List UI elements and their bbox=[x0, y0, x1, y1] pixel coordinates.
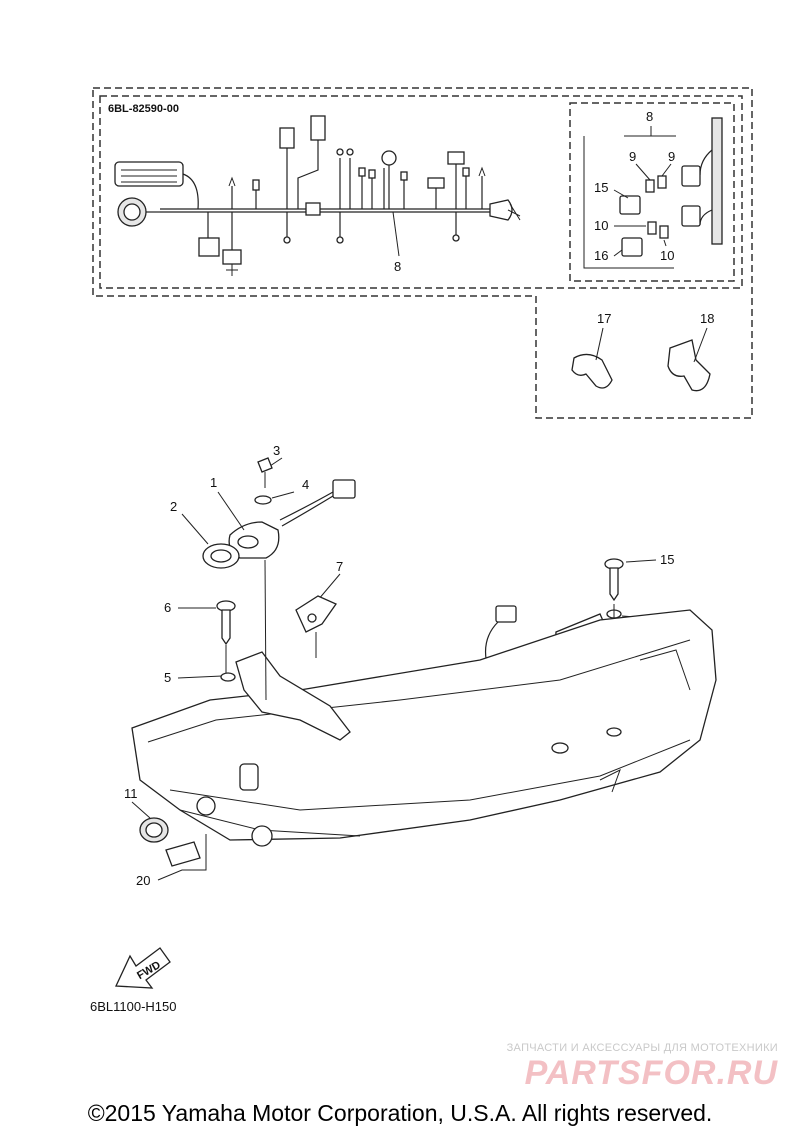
connector-detail bbox=[619, 117, 723, 257]
clamp-13 bbox=[571, 353, 613, 389]
harness-kit-boundary bbox=[92, 87, 753, 419]
callout-1: 1 bbox=[210, 475, 217, 490]
fwd-arrow: FWD bbox=[115, 947, 171, 989]
callout-15: 15 bbox=[660, 552, 674, 567]
screw-19 bbox=[604, 558, 624, 602]
holder-7 bbox=[295, 595, 337, 633]
copyright-notice: ©2015 Yamaha Motor Corporation, U.S.A. A… bbox=[87, 1100, 713, 1126]
svg-text:FWD: FWD bbox=[135, 959, 163, 982]
connector-detail-box bbox=[569, 102, 735, 282]
clamp-14 bbox=[667, 339, 711, 392]
callout-8: 8 bbox=[394, 259, 401, 274]
figure-code: 6BL1100-H150 bbox=[90, 999, 177, 1014]
callout-11: 11 bbox=[124, 786, 138, 801]
callout-10: 10 bbox=[660, 248, 674, 263]
bottom-cowling bbox=[131, 609, 717, 847]
plug-15 bbox=[139, 817, 169, 843]
bolt-6 bbox=[216, 600, 236, 646]
callout-20: 20 bbox=[136, 873, 150, 888]
assembly-code: 6BL-82590-00 bbox=[108, 103, 179, 115]
wire-harness bbox=[114, 115, 521, 276]
callout-8: 8 bbox=[646, 109, 653, 124]
watermark-logo: PARTSFOR.RU bbox=[524, 1054, 778, 1092]
watermark-tagline: ЗАПЧАСТИ И АКСЕССУАРЫ ДЛЯ МОТОТЕХНИКИ bbox=[506, 1042, 778, 1054]
label-20 bbox=[165, 841, 201, 867]
callout-15: 15 bbox=[594, 180, 608, 195]
callout-9: 9 bbox=[668, 149, 675, 164]
callout-18: 18 bbox=[700, 311, 714, 326]
callout-16: 16 bbox=[594, 248, 608, 263]
callout-4: 4 bbox=[302, 477, 309, 492]
callout-9: 9 bbox=[629, 149, 636, 164]
callout-5: 5 bbox=[164, 670, 171, 685]
callout-2: 2 bbox=[170, 499, 177, 514]
harness-kit-inner-boundary bbox=[99, 95, 743, 289]
callout-6: 6 bbox=[164, 600, 171, 615]
callout-10: 10 bbox=[594, 218, 608, 233]
callout-3: 3 bbox=[273, 443, 280, 458]
seal-2 bbox=[202, 543, 240, 569]
callout-7: 7 bbox=[336, 559, 343, 574]
callout-17: 17 bbox=[597, 311, 611, 326]
